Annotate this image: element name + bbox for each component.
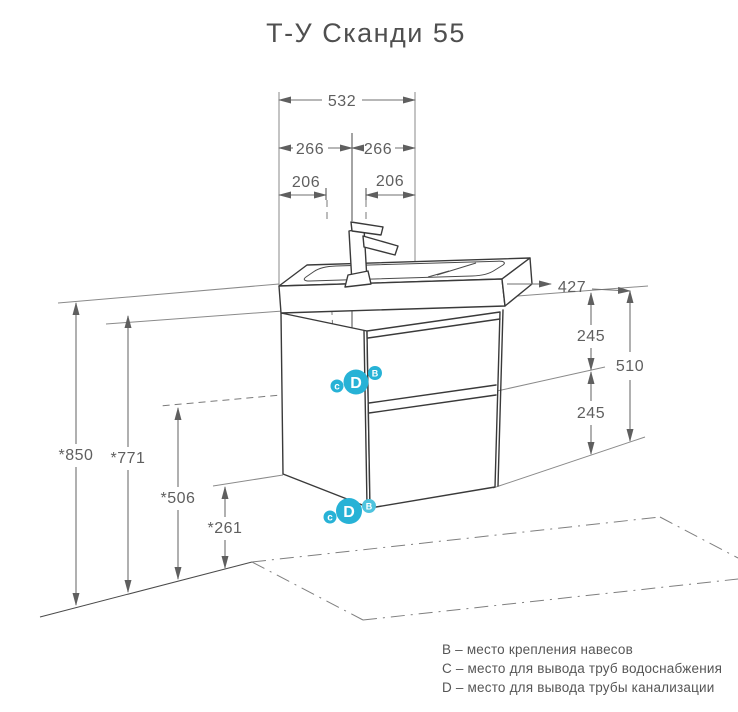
dim-510: 510 [616, 358, 644, 375]
drawer-divider [368, 384, 497, 404]
marker-letter: B [366, 502, 373, 512]
washbasin [278, 257, 533, 314]
dimension-drawer-lower: 245 [577, 371, 605, 455]
bracket-marker-upper [368, 366, 382, 380]
basin-inner-rim [303, 260, 505, 282]
dim-506: *506 [161, 490, 196, 507]
legend-line-sewer: D – место для вывода трубы канализации [442, 680, 714, 695]
connection-markers-lower: c D B [323, 498, 376, 524]
page-title: Т-У Сканди 55 [266, 18, 466, 48]
marker-letter: D [350, 375, 362, 392]
faucet-base [344, 270, 372, 288]
dimension-drawer-upper: 245 [577, 292, 605, 371]
dim-532: 532 [328, 93, 356, 110]
legend-line-water-supply: C – место для вывода труб водоснабжения [442, 661, 722, 676]
faucet [344, 221, 399, 288]
water-supply-marker-lower [323, 510, 337, 524]
dim-266-right: 266 [364, 141, 392, 158]
water-supply-marker-upper [330, 379, 344, 393]
dim-261: *261 [208, 520, 243, 537]
dimension-height-top: *771 [111, 315, 146, 593]
legend-line-brackets: B – место крепления навесов [442, 642, 633, 657]
dim-427: 427 [558, 279, 586, 296]
dim-266-left: 266 [296, 141, 324, 158]
dimension-width-total: 532 [278, 93, 416, 110]
marker-letter: D [343, 504, 355, 521]
bracket-marker-lower [362, 499, 376, 513]
legend: B – место крепления навесов C – место дл… [442, 642, 722, 695]
dim-245-lower: 245 [577, 405, 605, 422]
faucet-lever [350, 221, 384, 236]
drain-marker-upper [343, 369, 369, 395]
dimension-depth: 427 [507, 279, 631, 296]
floor-projection [39, 516, 738, 621]
drain-marker-lower [336, 498, 362, 524]
dimension-offsets: 206 206 [278, 173, 416, 200]
cabinet-side-panel [280, 312, 371, 509]
dimension-height-bottom: *261 [208, 486, 243, 569]
dim-206-right: 206 [376, 173, 404, 190]
dim-850: *850 [59, 447, 94, 464]
dim-206-left: 206 [292, 174, 320, 191]
marker-letter: c [334, 382, 340, 393]
cabinet [280, 309, 504, 509]
dimension-cabinet-height: 510 [616, 290, 644, 442]
marker-letter: c [327, 513, 333, 524]
dimension-width-halves: 266 266 [278, 141, 416, 158]
connection-markers-upper: c D B [330, 366, 382, 395]
dimension-height-pipes: *506 [161, 407, 196, 580]
marker-letter: B [372, 369, 379, 379]
dim-245-upper: 245 [577, 328, 605, 345]
cabinet-front-panel [366, 311, 501, 509]
dimension-height-total: *850 [59, 302, 94, 606]
dim-771: *771 [111, 450, 146, 467]
faucet-spout [362, 235, 399, 256]
